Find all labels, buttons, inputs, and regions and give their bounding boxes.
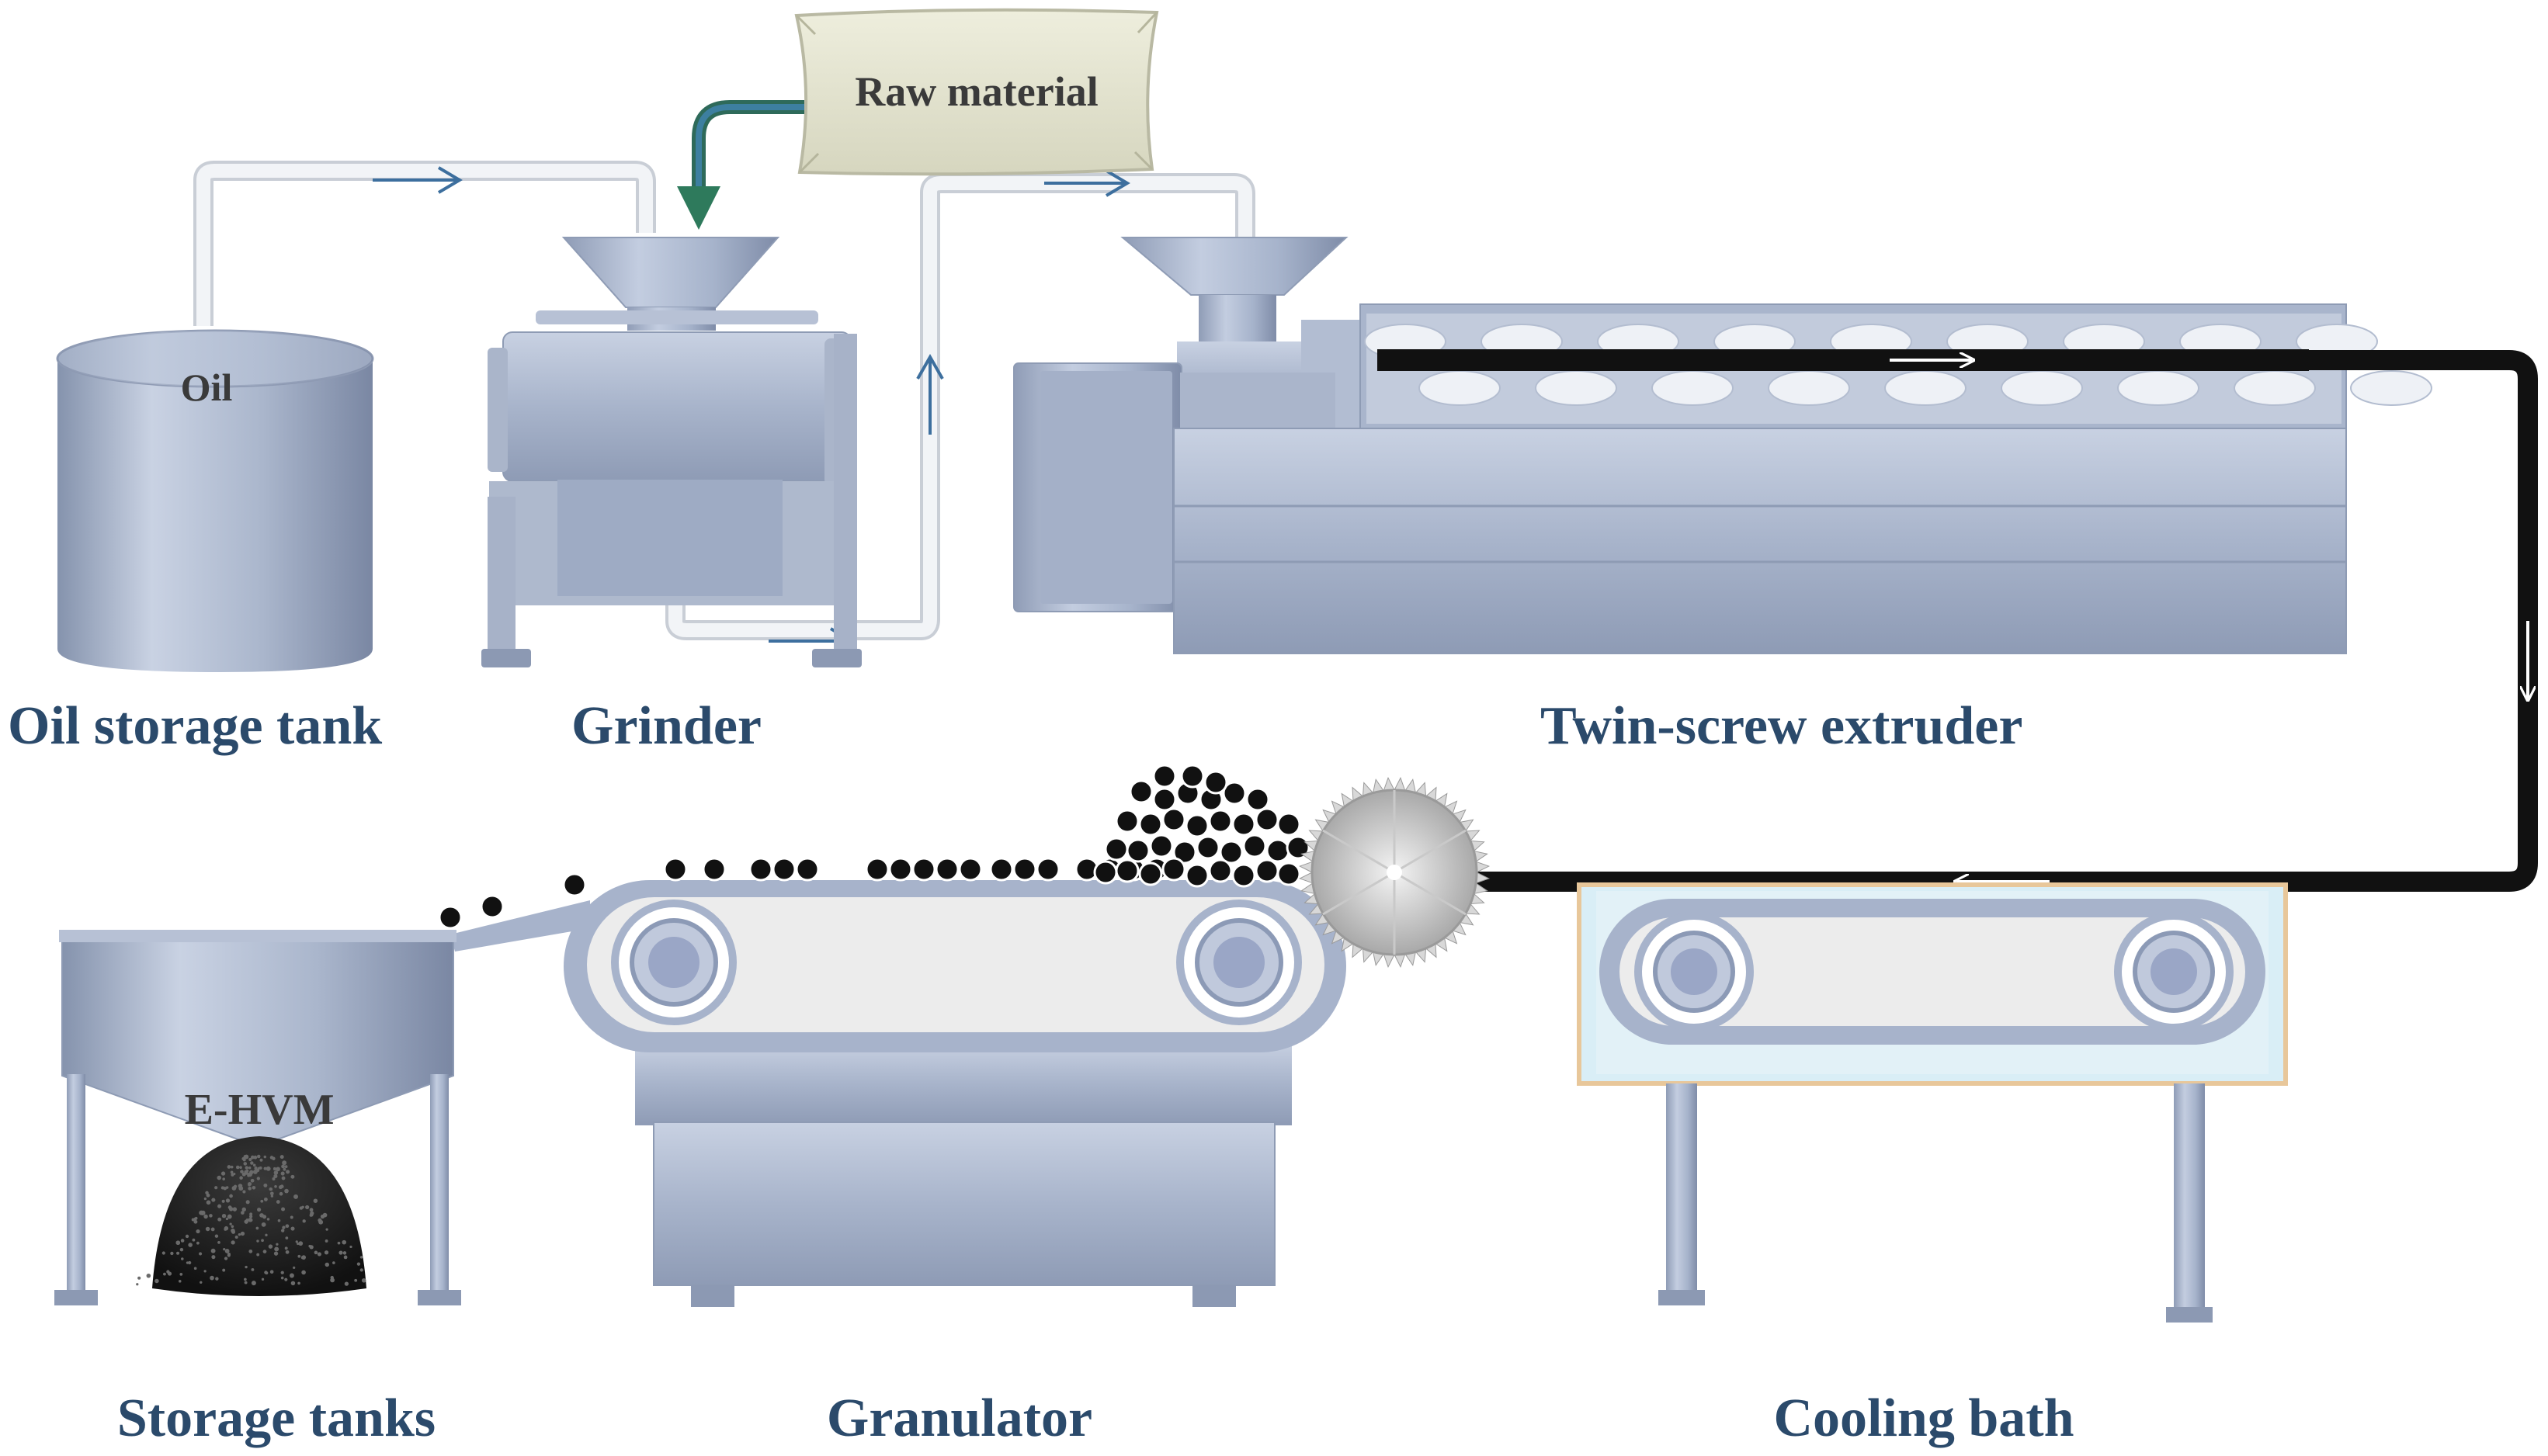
pellet — [1185, 863, 1210, 888]
pellet — [1231, 812, 1256, 837]
pellet — [562, 872, 587, 897]
pellet — [1219, 840, 1244, 865]
screw-lobe — [1768, 370, 1850, 406]
pellet — [795, 857, 820, 882]
pellet — [1152, 787, 1177, 812]
pellet — [480, 894, 505, 919]
pellet — [1242, 834, 1267, 858]
pellet — [438, 905, 463, 930]
pellet — [1255, 807, 1279, 832]
flow-arrow-extruder-feed — [1044, 169, 1130, 197]
pellet — [935, 857, 960, 882]
pellet — [1255, 858, 1279, 883]
extrudate-strand — [1460, 350, 2538, 892]
pellet — [989, 857, 1014, 882]
pellet — [1245, 787, 1270, 812]
pellet — [1276, 861, 1301, 886]
screw-lobe — [1651, 370, 1734, 406]
granulator-roller-left — [611, 900, 737, 1025]
pellet — [1265, 838, 1290, 863]
twin-screw-extruder — [1013, 237, 2347, 654]
cutter-blade — [1298, 776, 1491, 969]
pellet — [1104, 837, 1129, 861]
raw-material-bag: Raw material — [794, 8, 1159, 176]
pellet — [1231, 863, 1256, 888]
screw-lobe — [2117, 370, 2199, 406]
pellet — [1115, 858, 1140, 883]
pellet — [1126, 838, 1151, 863]
pellet — [1196, 835, 1220, 860]
pellet — [772, 857, 797, 882]
pellet — [1036, 857, 1061, 882]
raw-material-label: Raw material — [855, 68, 1098, 115]
pellet — [1138, 812, 1163, 837]
pellet — [1161, 857, 1186, 882]
pellet — [1286, 835, 1310, 860]
cooling-bath — [1577, 882, 2288, 1323]
screw-lobe — [2350, 370, 2432, 406]
twin-screw-extruder-label: Twin-screw extruder — [1540, 696, 2022, 756]
e-hvm-label: E-HVM — [185, 1086, 335, 1134]
pellet — [1172, 840, 1197, 865]
pellet — [1222, 781, 1247, 806]
pellet — [1149, 834, 1174, 858]
pellet — [911, 857, 936, 882]
pellet — [865, 857, 890, 882]
granulator-roller-right — [1176, 900, 1302, 1025]
screw-lobe — [1418, 370, 1501, 406]
screw-lobe — [1535, 370, 1617, 406]
screw-lobe — [2234, 370, 2316, 406]
cooling-bath-label: Cooling bath — [1773, 1388, 2074, 1448]
cooling-roller-right — [2114, 912, 2234, 1031]
pellet — [1012, 857, 1037, 882]
screw-lobe — [2001, 370, 2083, 406]
pellet — [1185, 813, 1210, 838]
pellet — [1115, 809, 1140, 834]
screw-lobe — [1884, 370, 1967, 406]
oil-label: Oil — [181, 366, 233, 409]
pellet — [1208, 809, 1233, 834]
pellet — [1093, 860, 1118, 885]
oil-storage-tank: Oil — [56, 329, 374, 672]
grinder-label: Grinder — [571, 696, 762, 756]
pellet — [888, 857, 913, 882]
pellet — [1138, 861, 1163, 886]
pellet — [958, 857, 983, 882]
pipe-oil-to-grinder — [193, 161, 656, 326]
pellet — [1276, 812, 1301, 837]
flow-arrow-oil-pipe — [373, 166, 463, 194]
grinder — [481, 237, 862, 667]
pellet — [1161, 807, 1186, 832]
pellet — [1208, 858, 1233, 883]
pellet — [702, 857, 727, 882]
pellet — [663, 857, 688, 882]
raw-feed-arrow — [677, 100, 804, 230]
pellets — [438, 764, 1310, 930]
pellet — [1129, 779, 1154, 804]
pellet — [1203, 770, 1228, 795]
granulator — [450, 880, 1346, 1307]
storage-tanks-label: Storage tanks — [117, 1388, 436, 1448]
cooling-roller-left — [1634, 912, 1754, 1031]
extruder-barrel-channel — [1377, 349, 2309, 371]
pellet — [1180, 764, 1205, 789]
oil-storage-tank-label: Oil storage tank — [8, 696, 382, 756]
storage-tank: E-HVM — [54, 930, 461, 1305]
pellet — [1152, 764, 1177, 789]
pellet — [748, 857, 773, 882]
flow-arrow-pipe-up — [916, 353, 944, 435]
granulator-label: Granulator — [827, 1388, 1092, 1448]
